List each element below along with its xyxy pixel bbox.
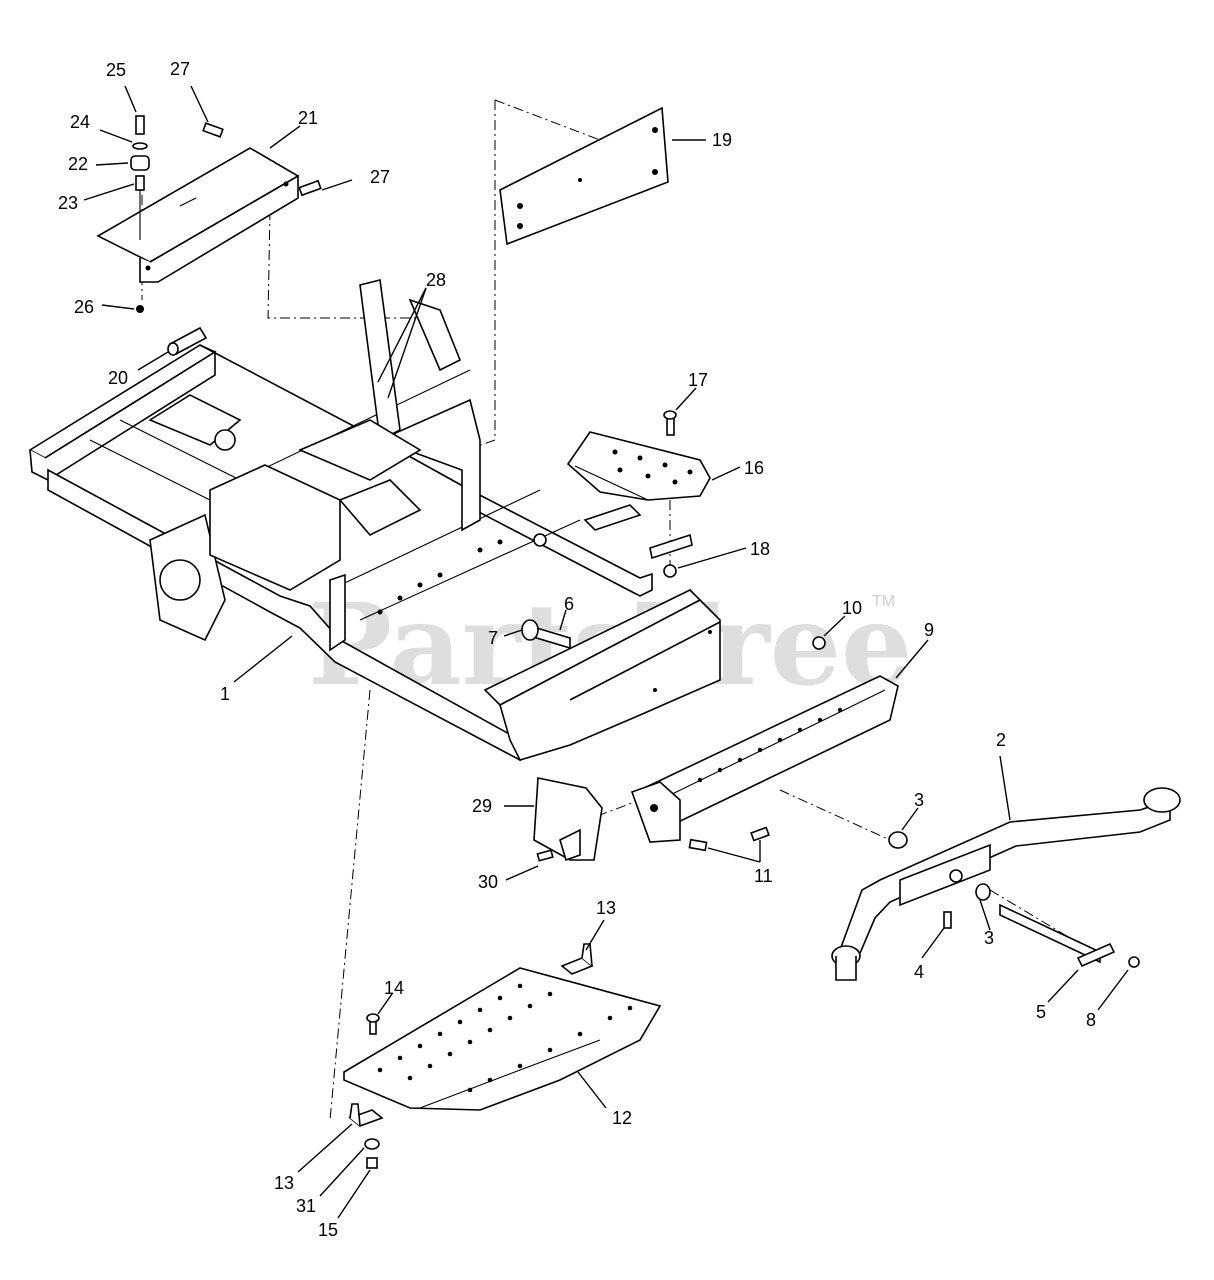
callout-11: 11 — [754, 866, 773, 886]
callout-22: 22 — [68, 154, 88, 174]
callout-27-top: 27 — [170, 59, 190, 79]
callout-26: 26 — [74, 297, 94, 317]
washer-nut-31-15 — [364, 1138, 380, 1169]
part-16-step — [566, 431, 711, 501]
callout-2: 2 — [996, 730, 1006, 750]
callout-18: 18 — [750, 539, 770, 559]
leader-lines — [83, 85, 1129, 1219]
callout-15: 15 — [318, 1220, 338, 1240]
callout-31: 31 — [296, 1196, 316, 1216]
callout-19: 19 — [712, 130, 732, 150]
callout-23: 23 — [58, 193, 78, 213]
part-12-footplate — [343, 967, 662, 1111]
fastener-10 — [812, 636, 826, 650]
callout-13-top: 13 — [596, 898, 616, 918]
part-29-shield — [533, 777, 603, 862]
part-19-plate — [499, 106, 669, 246]
bolts-11 — [688, 826, 770, 852]
bushings-3 — [888, 831, 991, 901]
callout-25: 25 — [106, 60, 126, 80]
part-1-frame — [28, 279, 721, 762]
callout-8: 8 — [1086, 1010, 1096, 1030]
callout-30: 30 — [478, 872, 498, 892]
callout-5: 5 — [1036, 1002, 1046, 1022]
part-2-axle-bar — [831, 787, 1181, 981]
callout-27-right: 27 — [370, 167, 390, 187]
callout-labels: 25 27 21 24 22 27 23 19 26 28 20 17 16 1… — [58, 59, 1096, 1240]
cotter-8 — [1128, 956, 1140, 968]
callout-7: 7 — [488, 628, 498, 648]
callout-3-bottom: 3 — [984, 928, 994, 948]
callout-14: 14 — [384, 978, 404, 998]
callout-17: 17 — [688, 370, 708, 390]
callout-24: 24 — [70, 112, 90, 132]
callout-1: 1 — [220, 684, 230, 704]
part-21-bracket — [96, 147, 300, 283]
callout-28: 28 — [426, 270, 446, 290]
pin-5 — [999, 903, 1116, 968]
callout-29: 29 — [472, 796, 492, 816]
bolt-17 — [663, 410, 677, 436]
callout-21: 21 — [298, 108, 318, 128]
nut-18 — [663, 564, 677, 578]
callout-3-top: 3 — [914, 790, 924, 810]
bolt-4 — [943, 911, 952, 929]
bolt-14 — [366, 1013, 380, 1035]
callout-6: 6 — [564, 594, 574, 614]
callout-12: 12 — [612, 1108, 632, 1128]
callout-4: 4 — [914, 962, 924, 982]
callout-16: 16 — [744, 458, 764, 478]
part-9-axle — [630, 675, 899, 843]
callout-13-bottom: 13 — [274, 1173, 294, 1193]
callout-10: 10 — [842, 598, 862, 618]
watermark-trademark: TM — [872, 593, 895, 610]
brackets-13 — [348, 943, 594, 1127]
hardware-stack-22-25 — [130, 115, 150, 313]
callout-9: 9 — [924, 620, 934, 640]
callout-20: 20 — [108, 368, 128, 388]
screw-30 — [536, 849, 554, 862]
bolts-27 — [202, 122, 322, 197]
part-20-tube — [167, 326, 208, 356]
